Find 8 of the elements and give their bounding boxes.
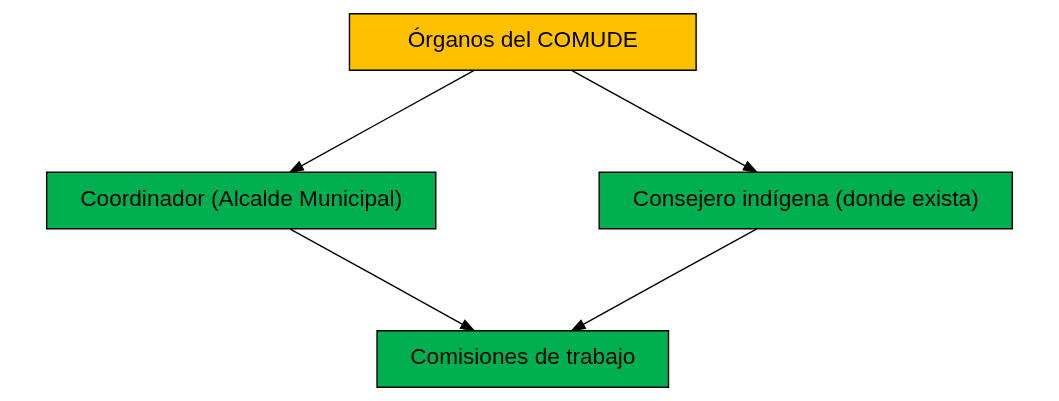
node-box: Consejero indígena (donde exista) (598, 171, 1014, 230)
arrow (288, 69, 475, 174)
arrow (570, 228, 758, 332)
node-box: Comisiones de trabajo (376, 329, 670, 388)
arrow (571, 69, 759, 174)
arrow (289, 228, 476, 332)
node-box: Coordinador (Alcalde Municipal) (45, 171, 437, 230)
node-box: Órganos del COMUDE (348, 13, 697, 72)
